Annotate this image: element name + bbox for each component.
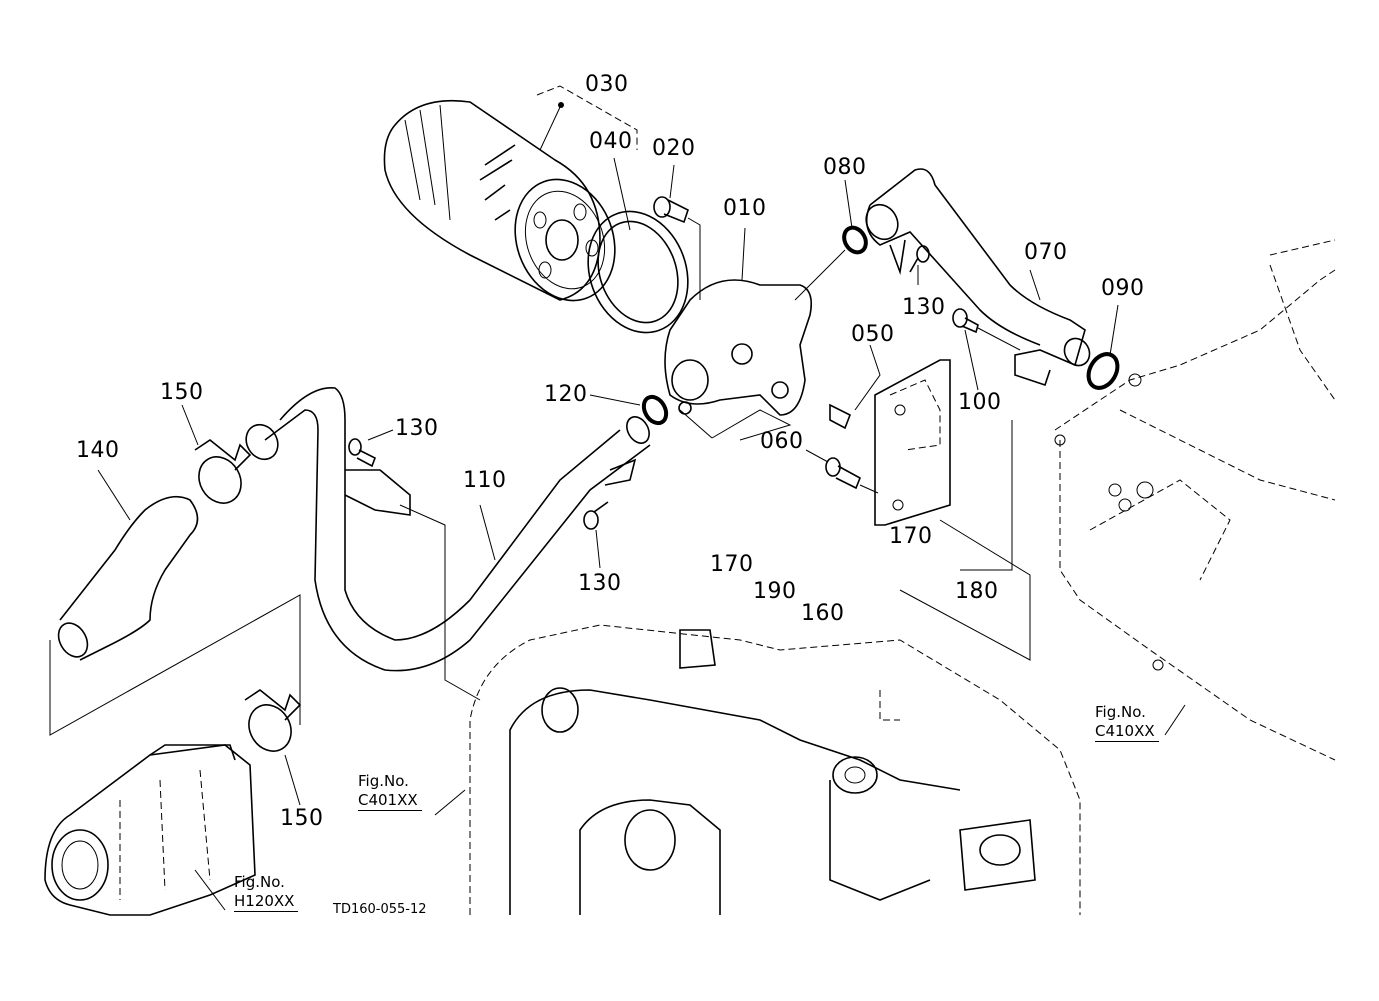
label-140: 140 bbox=[76, 438, 120, 463]
label-170-left: 170 bbox=[710, 552, 754, 577]
figure-ref-code: C410XX bbox=[1095, 722, 1159, 742]
label-030: 030 bbox=[585, 72, 629, 97]
label-090: 090 bbox=[1101, 276, 1145, 301]
hydraulic-pump bbox=[44, 744, 256, 916]
label-110: 110 bbox=[463, 468, 507, 493]
leader-030 bbox=[536, 85, 638, 150]
figure-ref-h120xx[interactable]: Fig.No. H120XX bbox=[234, 873, 299, 912]
label-130-upper: 130 bbox=[902, 295, 946, 320]
hose-140[interactable] bbox=[53, 495, 199, 662]
figure-ref-code: H120XX bbox=[234, 892, 299, 912]
label-020: 020 bbox=[652, 136, 696, 161]
bolt-130-lower[interactable] bbox=[583, 501, 609, 530]
label-150-lower: 150 bbox=[280, 806, 324, 831]
bolt-060[interactable] bbox=[825, 457, 862, 490]
label-130-middle: 130 bbox=[395, 416, 439, 441]
o-ring-080[interactable] bbox=[840, 224, 870, 257]
label-080: 080 bbox=[823, 155, 867, 180]
label-120: 120 bbox=[544, 382, 588, 407]
figure-ref-prefix: Fig.No. bbox=[234, 873, 285, 891]
oil-filter-cartridge[interactable] bbox=[383, 99, 631, 315]
frame bbox=[1054, 239, 1336, 761]
label-150-upper: 150 bbox=[160, 380, 204, 405]
clamp-150-lower[interactable] bbox=[241, 689, 302, 759]
clamp-150-upper[interactable] bbox=[191, 439, 252, 511]
label-180: 180 bbox=[955, 579, 999, 604]
bolt-130-middle[interactable] bbox=[348, 438, 377, 468]
label-050: 050 bbox=[851, 322, 895, 347]
pipe-110[interactable] bbox=[240, 387, 654, 672]
figure-ref-prefix: Fig.No. bbox=[1095, 703, 1146, 721]
label-040: 040 bbox=[589, 129, 633, 154]
label-170-right: 170 bbox=[889, 524, 933, 549]
label-060: 060 bbox=[760, 429, 804, 454]
gasket-040[interactable] bbox=[572, 197, 705, 346]
figure-ref-code: C401XX bbox=[358, 791, 422, 811]
drawing-id: TD160-055-12 bbox=[333, 902, 427, 917]
bolt-100[interactable] bbox=[952, 308, 979, 334]
o-ring-090[interactable] bbox=[1083, 349, 1124, 393]
label-070: 070 bbox=[1024, 240, 1068, 265]
bolt-130-upper[interactable] bbox=[909, 245, 930, 273]
figure-ref-c410xx[interactable]: Fig.No. C410XX bbox=[1095, 703, 1159, 742]
filter-bracket-010[interactable] bbox=[664, 279, 813, 416]
label-160: 160 bbox=[801, 601, 845, 626]
label-190: 190 bbox=[753, 579, 797, 604]
label-010: 010 bbox=[723, 196, 767, 221]
label-130-lower: 130 bbox=[578, 571, 622, 596]
figure-ref-c401xx[interactable]: Fig.No. C401XX bbox=[358, 772, 422, 811]
transmission-housing bbox=[469, 624, 1081, 915]
figure-ref-prefix: Fig.No. bbox=[358, 772, 409, 790]
o-ring-120[interactable] bbox=[639, 393, 670, 427]
bolt-020[interactable] bbox=[653, 196, 689, 224]
pipe-070[interactable] bbox=[860, 168, 1094, 387]
label-100: 100 bbox=[958, 390, 1002, 415]
plate-050[interactable] bbox=[829, 359, 951, 526]
